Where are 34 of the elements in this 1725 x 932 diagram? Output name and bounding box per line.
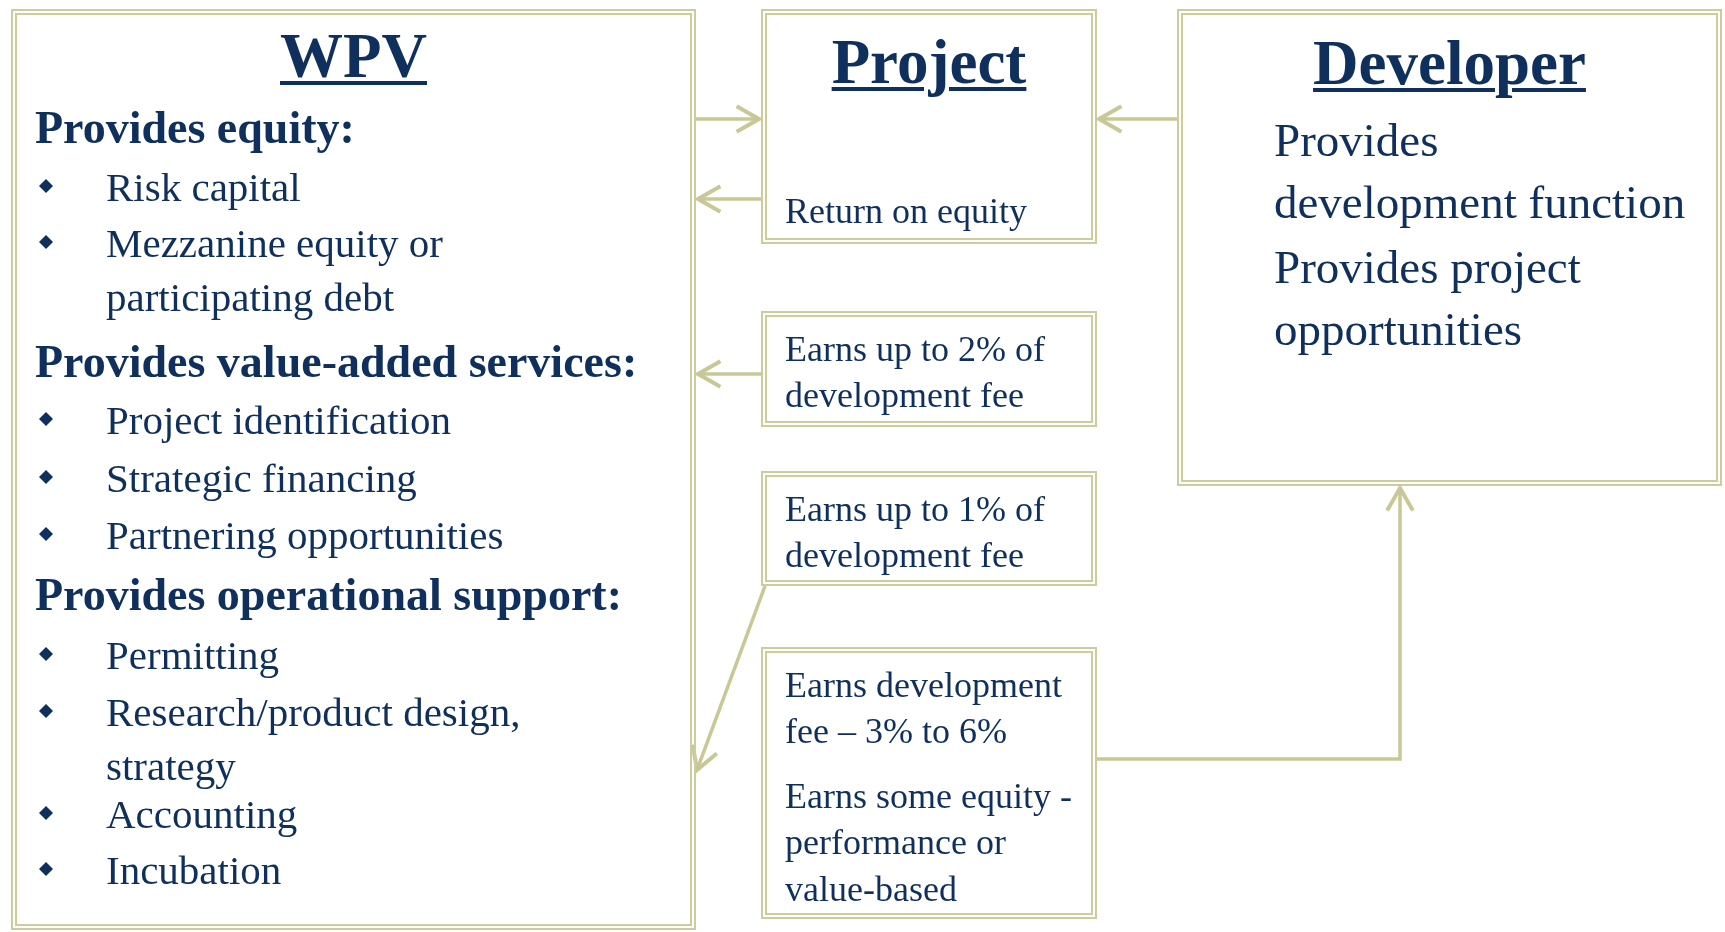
list-item: Project identification [106, 396, 452, 446]
list-item: Partnering opportunities [106, 511, 505, 561]
body-text: Earns up to 2% of development fee [785, 327, 1046, 418]
list-item: Risk capital [106, 163, 302, 213]
list-item: Research/product design, strategy [106, 688, 522, 791]
section-heading: Provides value-added services: [35, 335, 639, 390]
section-heading: Provides operational support: [35, 568, 623, 623]
arrow [1097, 104, 1177, 134]
text-box [11, 9, 696, 930]
text-box [1177, 9, 1722, 486]
arrow [696, 184, 761, 214]
section-heading: Provides equity: [35, 101, 356, 156]
body-text: Earns development fee – 3% to 6% [785, 663, 1063, 754]
body-text: Provides project opportunities [1274, 240, 1582, 357]
heading: Developer [1313, 28, 1586, 99]
arrow [690, 585, 767, 772]
body-text: Earns some equity - performance or value-based [785, 774, 1073, 912]
arrow [696, 359, 761, 389]
text-box [761, 311, 1097, 427]
list-item: Mezzanine equity or participating debt [106, 219, 444, 322]
list-item: Strategic financing [106, 454, 418, 504]
heading: WPV [280, 21, 427, 92]
heading: Project [831, 27, 1027, 98]
arrow [1097, 486, 1415, 761]
body-text: Earns up to 1% of development fee [785, 487, 1046, 578]
list-item: Accounting [106, 790, 299, 840]
body-text: Return on equity [785, 189, 1028, 233]
arrow [696, 104, 761, 134]
list-item: Permitting [106, 631, 281, 681]
text-box [761, 647, 1097, 919]
body-text: Provides development function [1274, 113, 1687, 230]
list-item: Incubation [106, 846, 283, 896]
text-box [761, 471, 1097, 586]
text-box [761, 9, 1097, 244]
